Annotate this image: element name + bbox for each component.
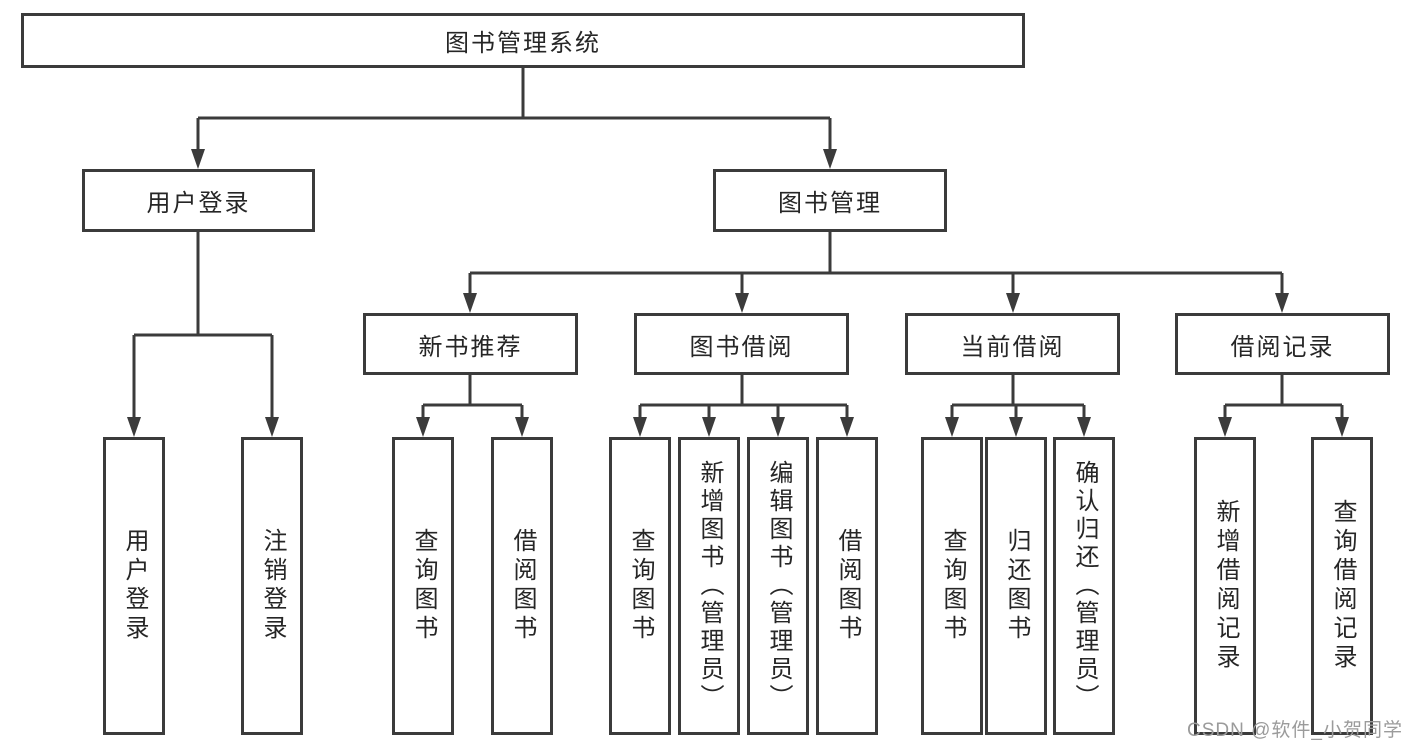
leaf-edit-books-admin: 编辑图书（管理员） xyxy=(747,437,809,735)
leaf-add-borrow-record: 新增借阅记录 xyxy=(1194,437,1256,735)
node-borrowing-records: 借阅记录 xyxy=(1175,313,1390,375)
node-current-borrowing: 当前借阅 xyxy=(905,313,1120,375)
leaf-query-books-borrowing: 查询图书 xyxy=(609,437,671,735)
node-book-management: 图书管理 xyxy=(713,169,947,232)
leaf-borrow-books-recommend: 借阅图书 xyxy=(491,437,553,735)
node-root: 图书管理系统 xyxy=(21,13,1025,68)
node-user-login: 用户登录 xyxy=(82,169,315,232)
tree-edges xyxy=(132,68,1344,433)
leaf-borrow-books-borrowing: 借阅图书 xyxy=(816,437,878,735)
leaf-query-books-recommend: 查询图书 xyxy=(392,437,454,735)
leaf-return-books: 归还图书 xyxy=(985,437,1047,735)
node-new-book-recommend: 新书推荐 xyxy=(363,313,578,375)
arrowhead-icons xyxy=(127,149,1349,437)
leaf-user-login: 用户登录 xyxy=(103,437,165,735)
node-book-borrowing: 图书借阅 xyxy=(634,313,849,375)
leaf-confirm-return-admin: 确认归还（管理员） xyxy=(1053,437,1115,735)
leaf-logout: 注销登录 xyxy=(241,437,303,735)
leaf-query-books-current: 查询图书 xyxy=(921,437,983,735)
leaf-add-books-admin: 新增图书（管理员） xyxy=(678,437,740,735)
leaf-query-borrow-record: 查询借阅记录 xyxy=(1311,437,1373,735)
csdn-watermark: CSDN @软件_小贺同学 xyxy=(1187,720,1403,741)
